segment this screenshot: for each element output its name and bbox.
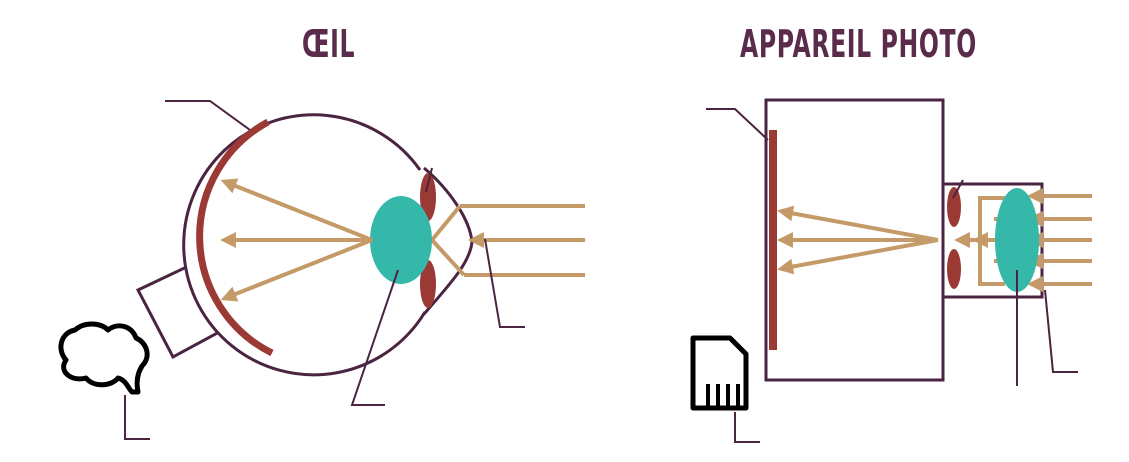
brain-icon xyxy=(58,321,150,395)
ray-internal-bottom xyxy=(220,238,373,302)
leader-iris xyxy=(425,167,433,193)
camera-title: APPAREIL PHOTO xyxy=(740,22,977,66)
leader-brain xyxy=(124,395,150,440)
leader-cornea xyxy=(484,238,525,328)
camera-diagram xyxy=(690,98,1092,443)
eye-lens xyxy=(370,196,432,284)
cam-ray-sensor-top xyxy=(777,205,939,242)
aperture-top xyxy=(947,187,961,227)
leader-retina xyxy=(165,100,251,131)
iris-top xyxy=(420,173,436,221)
leader-filter xyxy=(1044,289,1078,373)
retina xyxy=(196,118,274,357)
iris-bottom xyxy=(420,260,436,308)
leader-sensor xyxy=(706,108,769,141)
leader-sd-card xyxy=(734,412,760,443)
eye-title: ŒIL xyxy=(302,22,356,66)
ray-internal-top xyxy=(220,178,373,242)
camera-sensor xyxy=(769,130,777,350)
ray-refraction xyxy=(429,204,466,277)
leader-lens xyxy=(350,269,399,406)
sd-card-icon xyxy=(690,335,749,411)
camera-lens xyxy=(995,188,1039,292)
eye-diagram xyxy=(58,100,585,440)
leader-aperture xyxy=(952,179,964,199)
cam-ray-sensor-bottom xyxy=(777,238,939,275)
eyeball-outline xyxy=(182,113,427,377)
aperture-bottom xyxy=(947,249,961,289)
